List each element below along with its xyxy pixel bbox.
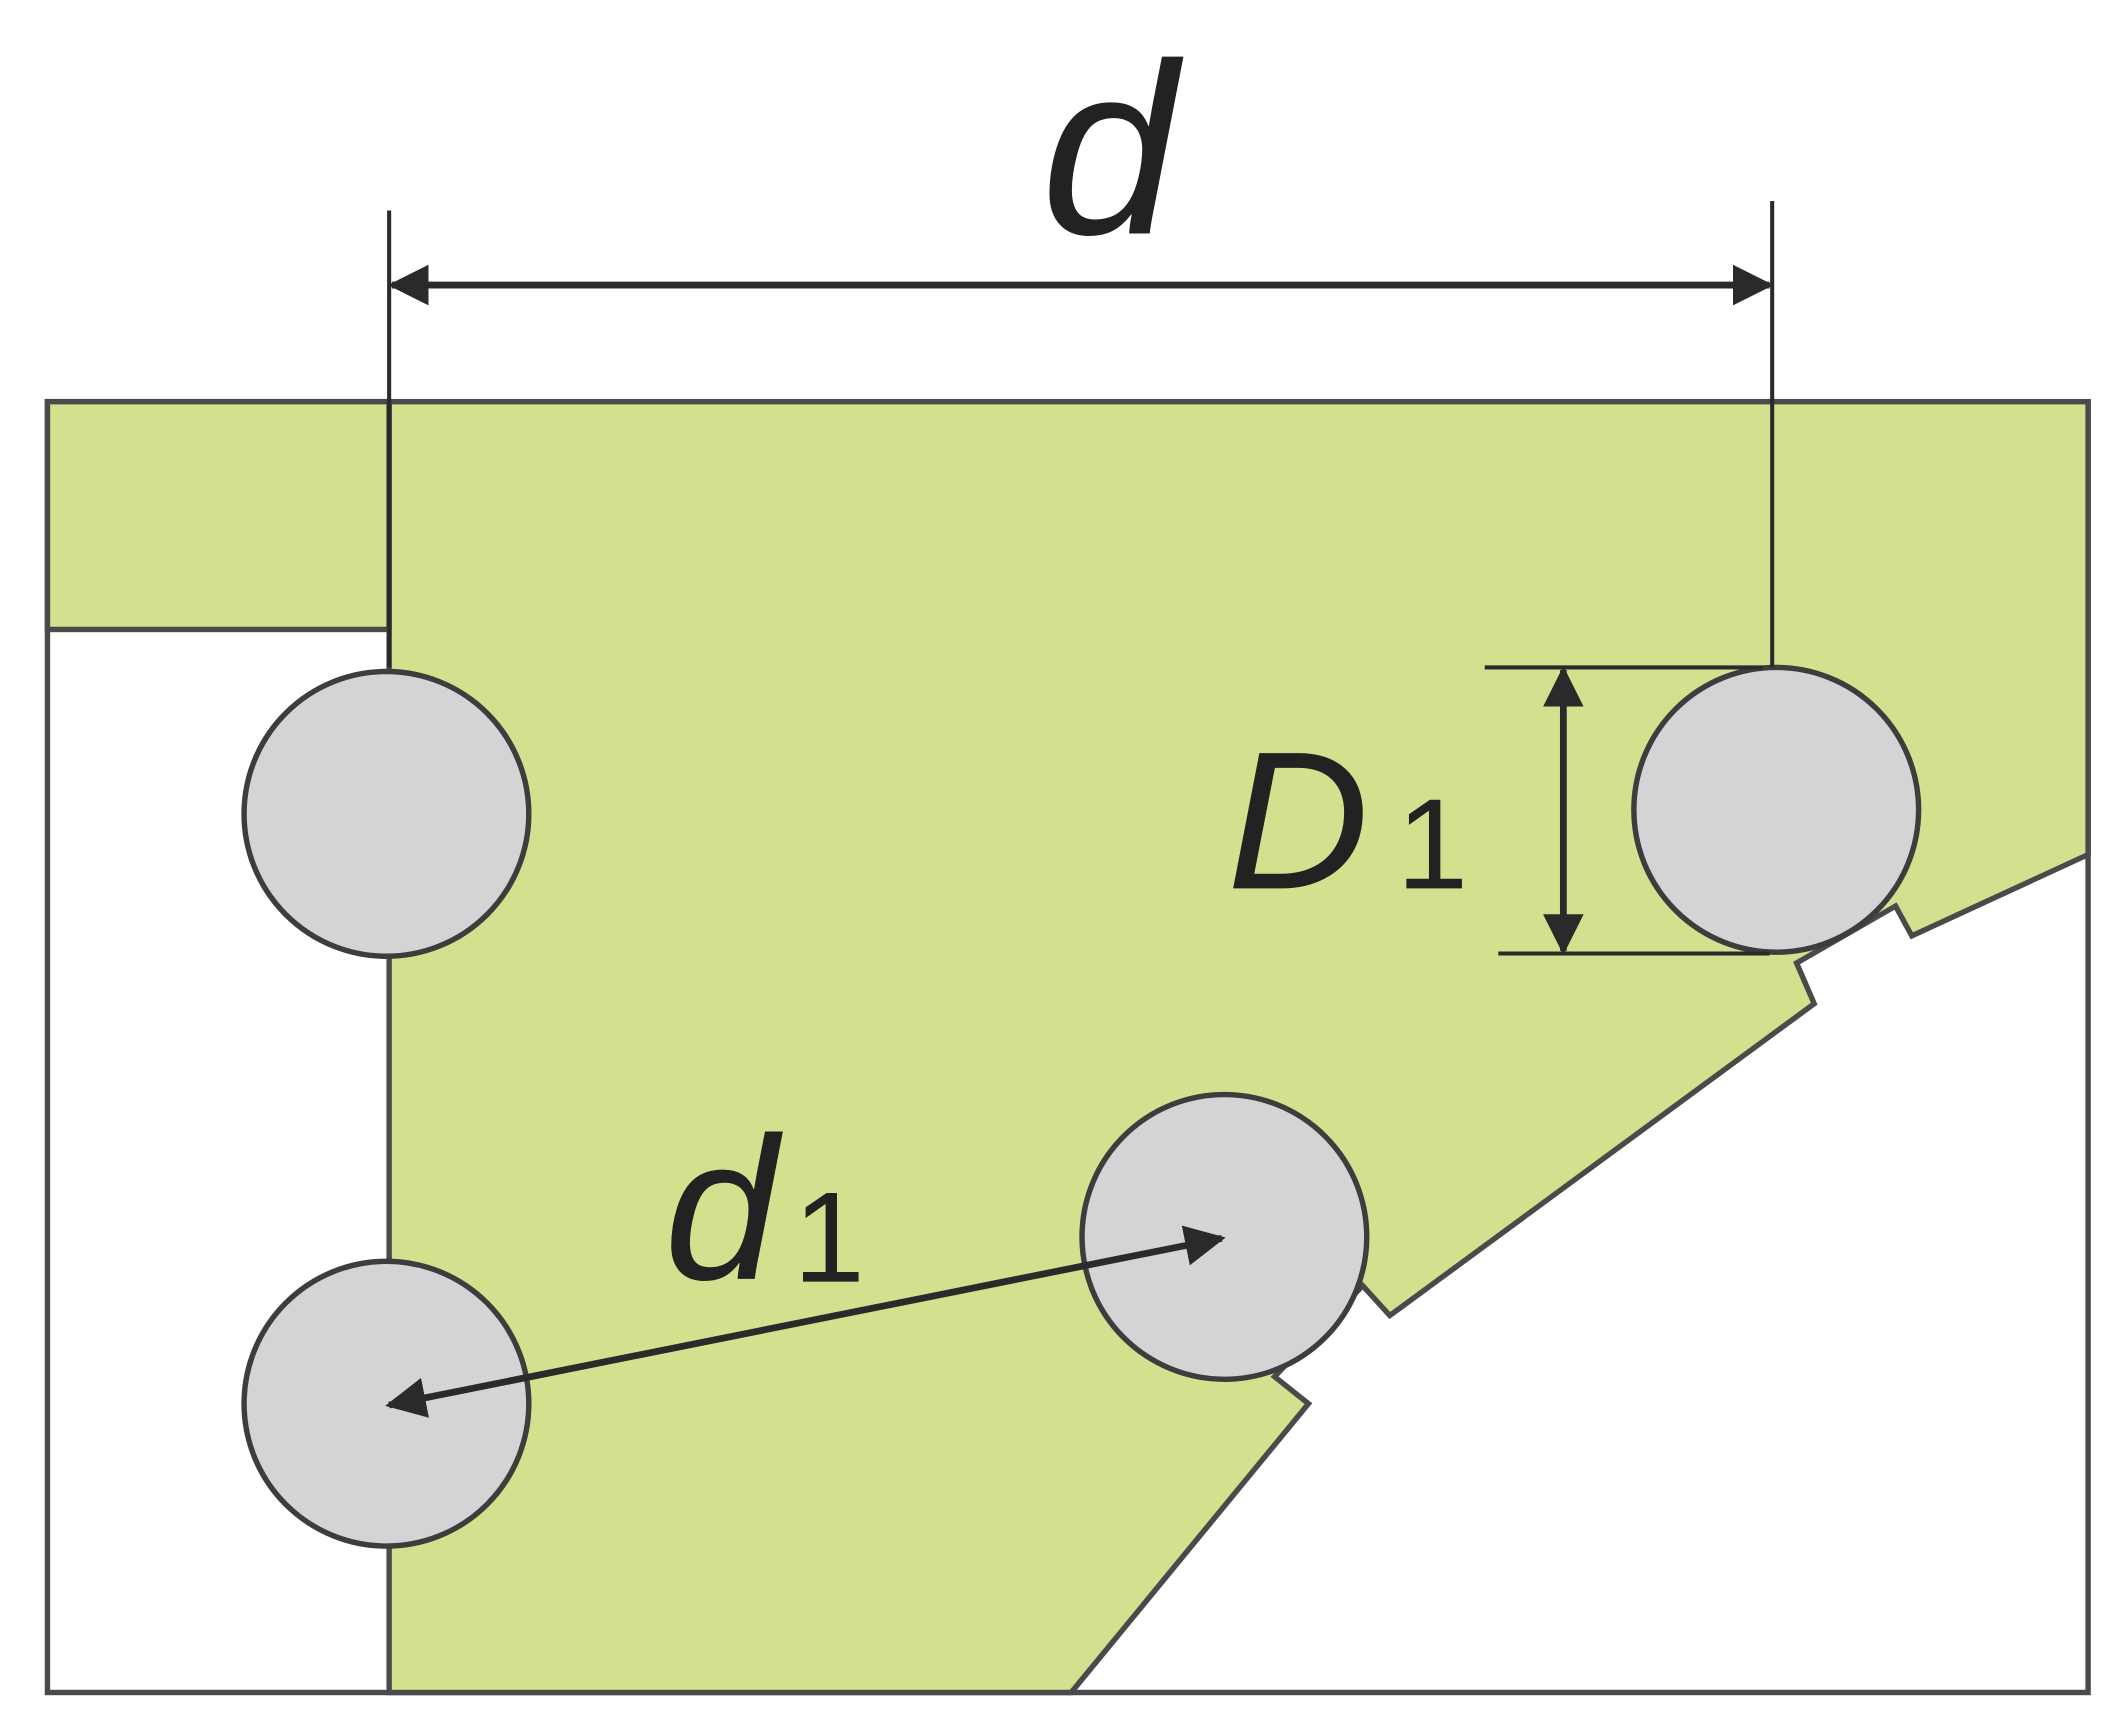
label-d1: d — [664, 1096, 783, 1323]
label-D1: D — [1227, 710, 1369, 930]
roller-middle — [1079, 1091, 1370, 1382]
roller-right — [1631, 664, 1922, 955]
roller-top-left — [241, 668, 532, 959]
label-d1-subscript: 1 — [793, 1166, 865, 1310]
label-d1-main: d — [664, 1096, 783, 1323]
d1-dimension-line — [385, 1225, 1226, 1418]
roller-bottom-left — [241, 1258, 532, 1549]
label-D1-subscript: 1 — [1397, 772, 1469, 916]
label-d: d — [1041, 13, 1184, 286]
top-left-band — [44, 398, 392, 633]
label-D1-main: D — [1227, 710, 1369, 930]
